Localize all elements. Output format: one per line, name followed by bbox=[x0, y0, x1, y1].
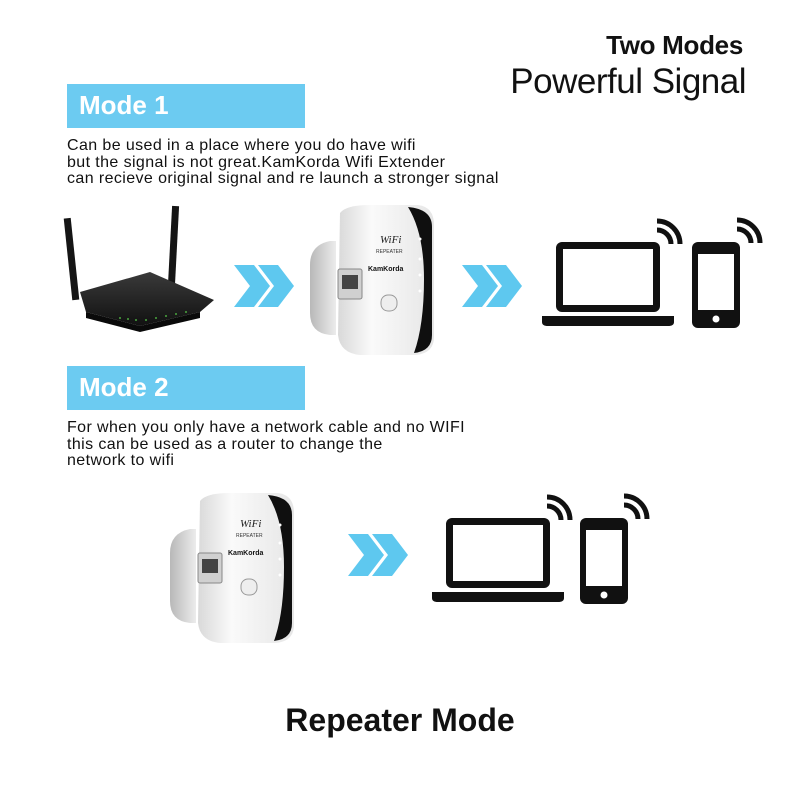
mode2-description: For when you only have a network cable a… bbox=[67, 419, 465, 469]
repeater-device: WiFi REPEATER KamKorda bbox=[170, 493, 294, 643]
device-brand: KamKorda bbox=[228, 550, 264, 557]
router-icon bbox=[63, 205, 214, 332]
laptop-icon bbox=[432, 518, 564, 602]
smartphone-icon bbox=[580, 518, 628, 604]
device-logo-repeater: REPEATER bbox=[376, 249, 403, 255]
mode2-band: Mode 2 bbox=[67, 366, 305, 410]
chevrons-icon bbox=[234, 265, 294, 307]
chevrons-icon bbox=[348, 534, 408, 576]
chevrons-icon bbox=[462, 265, 522, 307]
mode1-band: Mode 1 bbox=[67, 84, 305, 128]
wifi-waves-icon bbox=[546, 494, 573, 521]
device-brand: KamKorda bbox=[368, 266, 404, 273]
repeater-device: WiFi REPEATER KamKorda bbox=[310, 205, 434, 355]
mode2-label: Mode 2 bbox=[79, 372, 169, 402]
headline-powerful-signal: Powerful Signal bbox=[510, 62, 746, 101]
wifi-waves-icon bbox=[656, 218, 683, 245]
headline-two-modes: Two Modes bbox=[606, 30, 743, 60]
device-logo-wifi: WiFi bbox=[380, 234, 401, 246]
mode1-label: Mode 1 bbox=[79, 90, 169, 120]
smartphone-icon bbox=[692, 242, 740, 328]
wifi-waves-icon bbox=[736, 217, 763, 244]
mode1-description: Can be used in a place where you do have… bbox=[67, 137, 499, 187]
wifi-waves-icon bbox=[623, 493, 650, 520]
footer-title: Repeater Mode bbox=[285, 702, 515, 738]
laptop-icon bbox=[542, 242, 674, 326]
device-logo-wifi: WiFi bbox=[240, 518, 261, 530]
device-logo-repeater: REPEATER bbox=[236, 533, 263, 539]
